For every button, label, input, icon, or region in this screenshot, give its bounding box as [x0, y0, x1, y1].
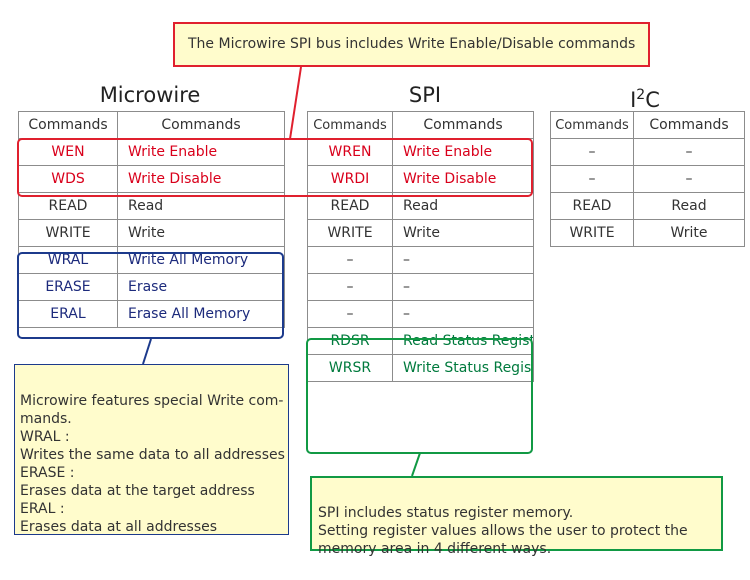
table-header: Commands Commands [550, 111, 745, 139]
desc-cell: Write [117, 219, 285, 247]
cmd-cell: WEN [18, 138, 118, 166]
desc-cell: Read [633, 192, 745, 220]
blue-connector [142, 338, 152, 365]
table-row: –– [550, 165, 745, 193]
microwire-title: Microwire [99, 83, 201, 107]
cmd-cell: WRITE [18, 219, 118, 247]
desc-cell: Write Enable [117, 138, 285, 166]
desc-cell: Write Disable [392, 165, 534, 193]
desc-cell: Write Status Register [392, 354, 534, 382]
desc-cell: Read [392, 192, 534, 220]
green-connector [411, 452, 421, 477]
table-row: –– [307, 273, 534, 301]
spi-title: SPI [408, 83, 442, 107]
desc-cell: Read [117, 192, 285, 220]
cmd-cell: WRSR [307, 354, 393, 382]
top-callout-text: The Microwire SPI bus includes Write Ena… [188, 36, 636, 52]
desc-cell: – [633, 165, 745, 193]
cmd-cell: WRITE [550, 219, 634, 247]
desc-cell: Write [633, 219, 745, 247]
desc-cell: – [392, 246, 534, 274]
cmd-cell: READ [18, 192, 118, 220]
cmd-cell: ERAL [18, 300, 118, 328]
desc-cell: Erase [117, 273, 285, 301]
cmd-cell: WRAL [18, 246, 118, 274]
header-cell: Commands [392, 111, 534, 139]
top-callout: The Microwire SPI bus includes Write Ena… [173, 22, 650, 67]
desc-cell: – [392, 273, 534, 301]
cmd-cell: – [550, 165, 634, 193]
cmd-cell: READ [550, 192, 634, 220]
desc-cell: – [633, 138, 745, 166]
i2c-title: I2C [630, 87, 660, 112]
cmd-cell: ERASE [18, 273, 118, 301]
header-cell: Commands [633, 111, 745, 139]
microwire-note-text: Microwire features special Write com- ma… [20, 393, 285, 535]
desc-cell: – [392, 300, 534, 328]
header-cell: Commands [18, 111, 118, 139]
cmd-cell: WREN [307, 138, 393, 166]
cmd-cell: – [307, 300, 393, 328]
table-header: Commands Commands [18, 111, 285, 139]
spi-note-text: SPI includes status register memory. Set… [318, 505, 688, 557]
table-row: –– [307, 300, 534, 328]
table-row: –– [550, 138, 745, 166]
spi-note: SPI includes status register memory. Set… [310, 476, 723, 557]
desc-cell: Write [392, 219, 534, 247]
cmd-cell: RDSR [307, 327, 393, 355]
desc-cell: Write Enable [392, 138, 534, 166]
desc-cell: Write Disable [117, 165, 285, 193]
cmd-cell: – [307, 246, 393, 274]
cmd-cell: WRITE [307, 219, 393, 247]
desc-cell: Read Status Register [392, 327, 534, 355]
microwire-note: Microwire features special Write com- ma… [14, 364, 289, 535]
table-row: –– [307, 246, 534, 274]
cmd-cell: – [550, 138, 634, 166]
red-connector [289, 66, 302, 140]
header-cell: Commands [117, 111, 285, 139]
cmd-cell: – [307, 273, 393, 301]
cmd-cell: WRDI [307, 165, 393, 193]
cmd-cell: WDS [18, 165, 118, 193]
header-cell: Commands [550, 111, 634, 139]
desc-cell: Write All Memory [117, 246, 285, 274]
desc-cell: Erase All Memory [117, 300, 285, 328]
cmd-cell: READ [307, 192, 393, 220]
header-cell: Commands [307, 111, 393, 139]
table-header: Commands Commands [307, 111, 534, 139]
